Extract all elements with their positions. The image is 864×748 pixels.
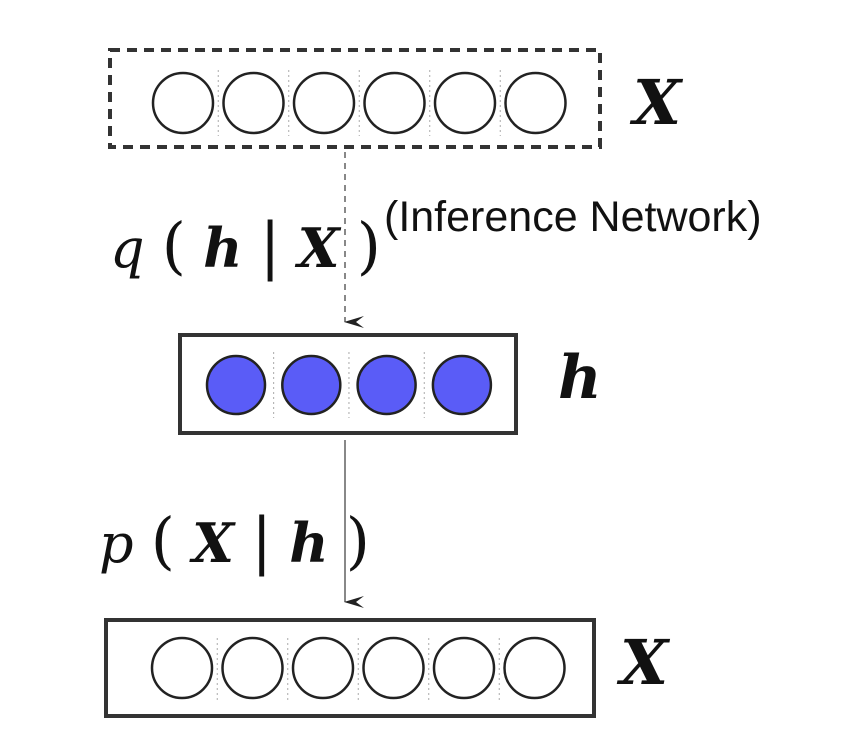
generative-label-bar: | bbox=[251, 504, 272, 577]
inference-network-note: (Inference Network) bbox=[384, 193, 762, 241]
output-layer-units bbox=[150, 636, 566, 702]
inference-label-second: X bbox=[295, 216, 342, 280]
output-layer-unit bbox=[432, 636, 496, 700]
hidden-layer-label: h bbox=[558, 343, 602, 413]
generative-label: p ( X | h ) bbox=[99, 504, 370, 577]
generative-label-first: X bbox=[189, 511, 236, 575]
generative-label-open-paren: ( bbox=[151, 504, 175, 577]
hidden-layer-unit bbox=[356, 354, 417, 416]
generative-edge: p ( X | h ) bbox=[99, 440, 370, 608]
hidden-layer-unit bbox=[431, 354, 493, 416]
generative-label-fn: p bbox=[99, 512, 134, 575]
input-layer-unit bbox=[504, 71, 567, 135]
output-layer-unit bbox=[362, 636, 425, 700]
hidden-layer-units bbox=[205, 352, 493, 418]
input-layer-unit bbox=[151, 71, 215, 135]
hidden-layer-unit bbox=[205, 354, 267, 416]
inference-label-open-paren: ( bbox=[162, 209, 186, 282]
input-layer-label: X bbox=[629, 66, 684, 139]
hidden-layer-unit bbox=[281, 354, 342, 416]
generative-label-close-paren: ) bbox=[346, 504, 370, 577]
output-layer: X bbox=[104, 618, 671, 718]
inference-label-bar: | bbox=[260, 209, 281, 282]
input-layer-unit bbox=[363, 71, 426, 135]
inference-label-close-paren: ) bbox=[357, 209, 381, 282]
input-layer-unit bbox=[292, 71, 356, 135]
output-layer-unit bbox=[291, 636, 355, 700]
inference-label-first: h bbox=[203, 216, 242, 280]
inference-label: q ( h | X ) bbox=[110, 209, 381, 282]
input-layer-unit bbox=[222, 71, 285, 135]
inference-edge: q ( h | X ) (Inference Network) bbox=[110, 152, 762, 328]
inference-label-fn: q bbox=[110, 217, 145, 280]
input-layer-units bbox=[151, 70, 567, 136]
input-layer: X bbox=[108, 48, 684, 149]
hidden-layer: h bbox=[178, 333, 602, 435]
output-layer-unit bbox=[221, 636, 284, 700]
output-layer-unit bbox=[503, 636, 566, 700]
generative-label-second: h bbox=[289, 511, 328, 575]
output-layer-label: X bbox=[616, 626, 671, 699]
input-layer-unit bbox=[433, 71, 497, 135]
output-layer-unit bbox=[150, 636, 214, 700]
